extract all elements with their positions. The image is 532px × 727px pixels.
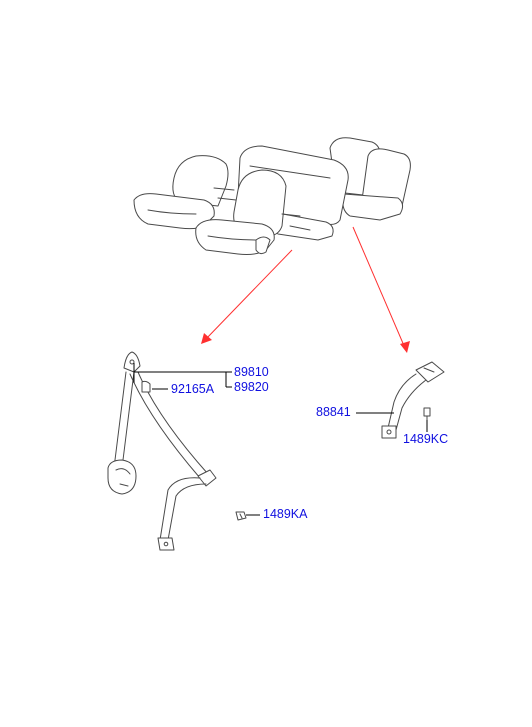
vehicle-seats-illustration bbox=[133, 137, 411, 255]
part-label-1489KC: 1489KC bbox=[403, 432, 449, 446]
clip-92165A-icon bbox=[141, 380, 151, 393]
part-label-92165A: 92165A bbox=[171, 382, 215, 396]
arrow-to-front-belt bbox=[201, 249, 293, 344]
bolt-1489KC-icon bbox=[423, 407, 431, 421]
rear-buckle-assembly bbox=[381, 361, 445, 439]
arrow-to-rear-buckle bbox=[352, 226, 410, 353]
leader-89810-89820 bbox=[133, 363, 232, 388]
part-label-88841: 88841 bbox=[316, 405, 351, 419]
part-label-89810: 89810 bbox=[234, 365, 269, 379]
part-label-1489KA: 1489KA bbox=[263, 507, 308, 521]
bolt-1489KA-icon bbox=[235, 511, 247, 521]
part-label-89820: 89820 bbox=[234, 380, 269, 394]
